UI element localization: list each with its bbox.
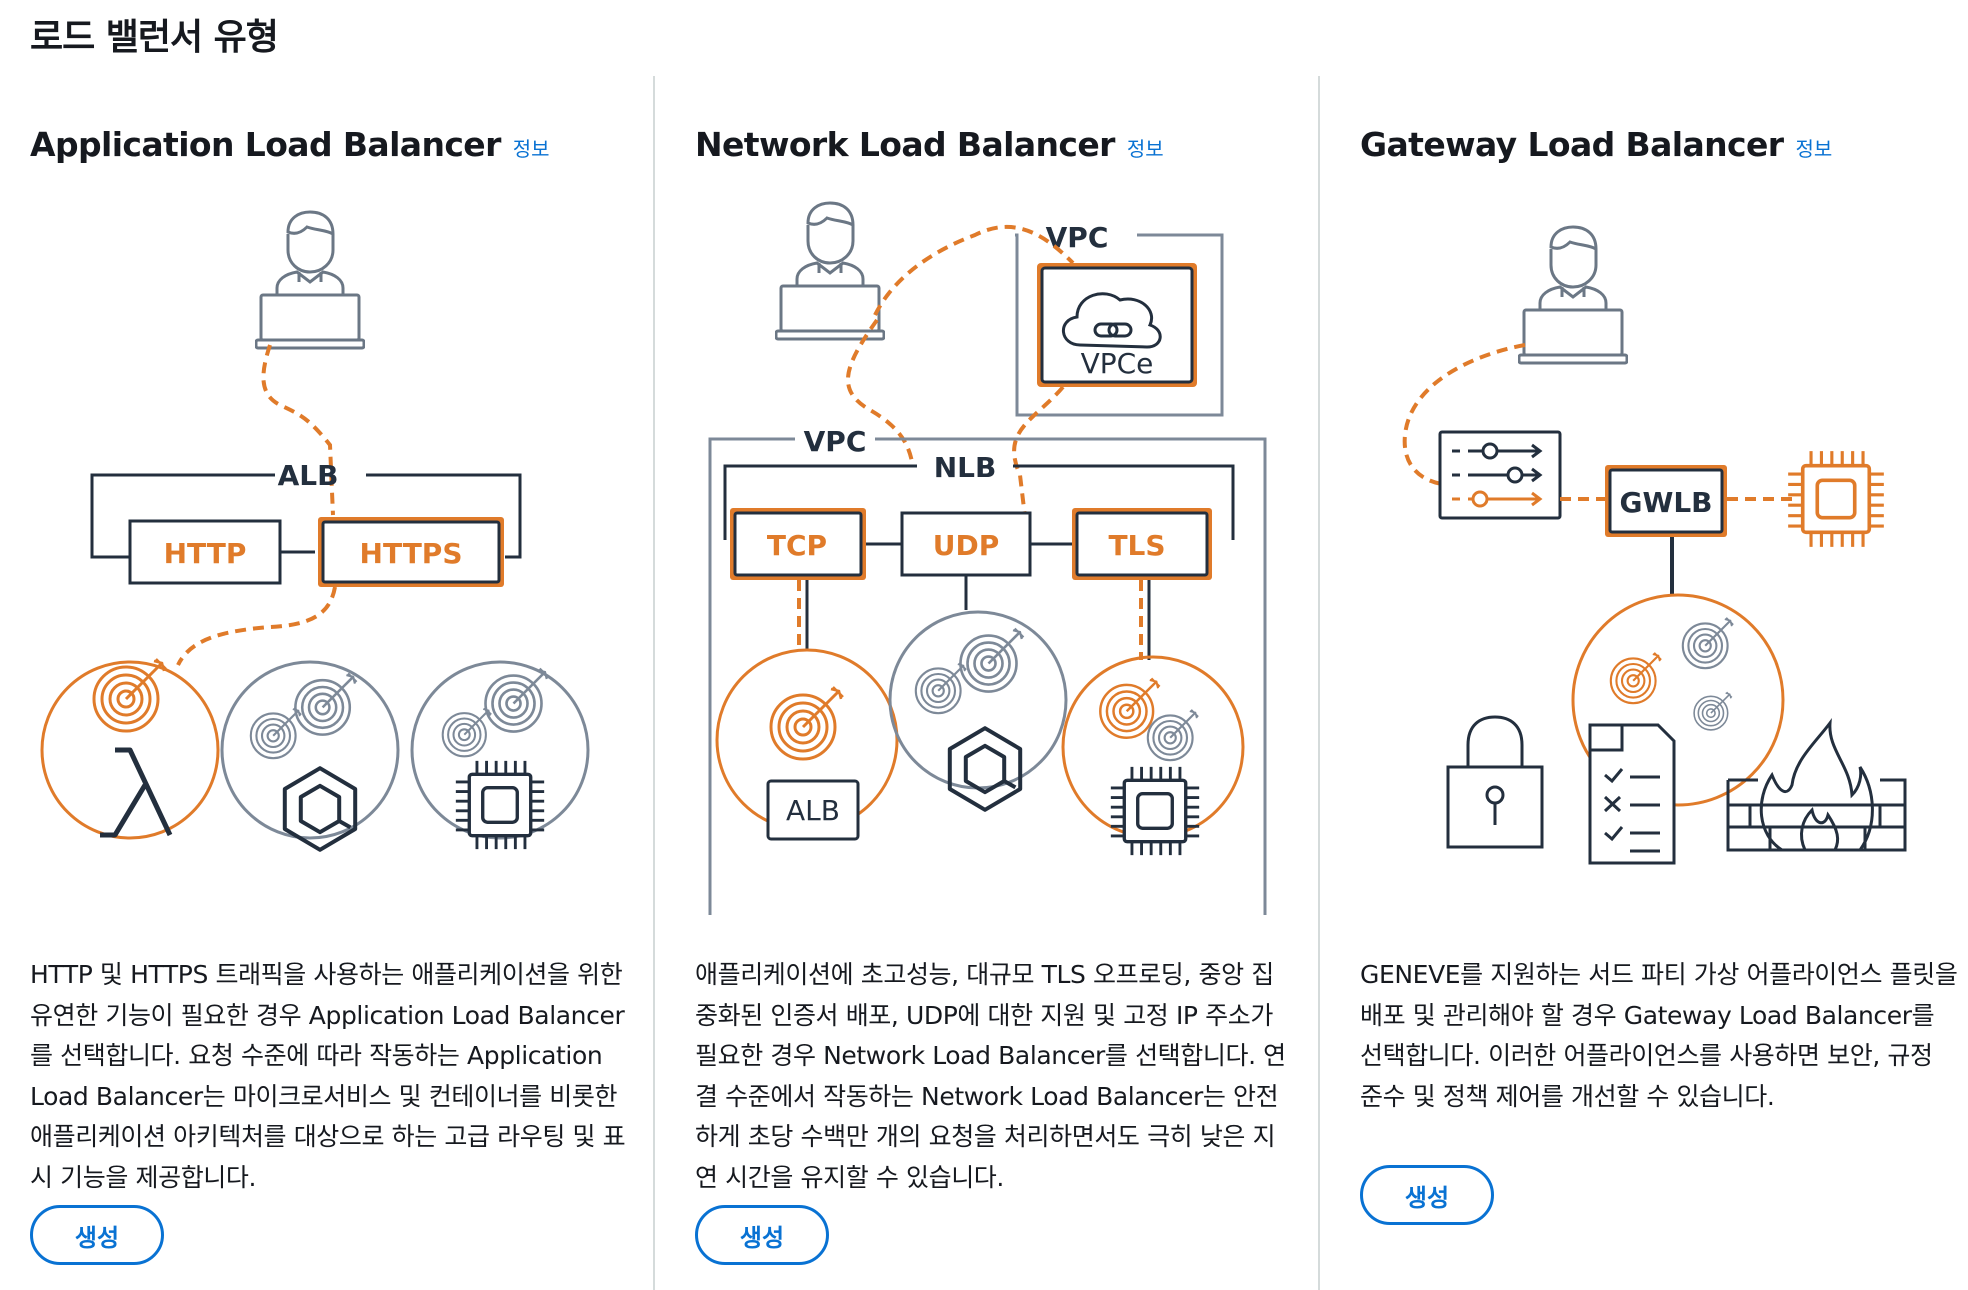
info-link[interactable]: 정보: [1126, 137, 1164, 161]
tcp-label: TCP: [767, 529, 827, 562]
udp-label: UDP: [933, 529, 1000, 562]
card-title: Application Load Balancer 정보: [30, 125, 550, 164]
nlb-label: NLB: [934, 451, 997, 484]
card-description: HTTP 및 HTTPS 트래픽을 사용하는 애플리케이션을 위한 유연한 기능…: [30, 960, 626, 1192]
http-label: HTTP: [164, 537, 247, 570]
lock-icon: [1446, 715, 1544, 849]
card-title: Gateway Load Balancer 정보: [1360, 125, 1832, 164]
user-laptop-icon: [775, 201, 885, 341]
card-title-text: Network Load Balancer: [695, 125, 1115, 164]
card-title: Network Load Balancer 정보: [695, 125, 1164, 164]
vpc-label: VPC: [804, 425, 867, 458]
checklist-icon: [1588, 723, 1676, 865]
info-link[interactable]: 정보: [512, 137, 550, 161]
column-divider: [1318, 76, 1320, 1290]
firewall-icon: [1726, 718, 1907, 852]
card-description: 애플리케이션에 초고성능, 대규모 TLS 오프로딩, 중앙 집중화된 인증서 …: [695, 960, 1286, 1192]
create-alb-button[interactable]: 생성: [30, 1205, 164, 1265]
card-title-text: Application Load Balancer: [30, 125, 501, 164]
card-title-text: Gateway Load Balancer: [1360, 125, 1784, 164]
card-gateway-load-balancer: Gateway Load Balancer 정보 GWLB: [1360, 125, 1968, 1290]
https-label: HTTPS: [360, 537, 463, 570]
card-network-load-balancer: Network Load Balancer 정보 VPC VPCe VPC NLB…: [695, 125, 1335, 1290]
nlb-diagram: VPC VPCe VPC NLB TCP UDP TLS ALB: [708, 201, 1267, 915]
column-divider: [653, 76, 655, 1290]
card-description: GENEVE를 지원하는 서드 파티 가상 어플라이언스 플릿을 배포 및 관리…: [1360, 960, 1958, 1111]
page-title: 로드 밸런서 유형: [30, 17, 279, 58]
alb-label: ALB: [278, 459, 339, 492]
card-application-load-balancer: Application Load Balancer 정보 ALB HTTP HTT…: [30, 125, 670, 1290]
user-laptop-icon: [1518, 225, 1628, 365]
vpce-label: VPCe: [1081, 347, 1154, 380]
gwlb-label: GWLB: [1619, 486, 1712, 519]
create-nlb-button[interactable]: 생성: [695, 1205, 829, 1265]
gwlb-diagram: GWLB: [1402, 225, 1907, 865]
tls-label: TLS: [1108, 529, 1165, 562]
alb-target-label: ALB: [786, 794, 840, 827]
alb-diagram: ALB HTTP HTTPS: [40, 210, 590, 852]
create-gwlb-button[interactable]: 생성: [1360, 1165, 1494, 1225]
user-laptop-icon: [255, 210, 365, 350]
info-link[interactable]: 정보: [1795, 137, 1833, 161]
